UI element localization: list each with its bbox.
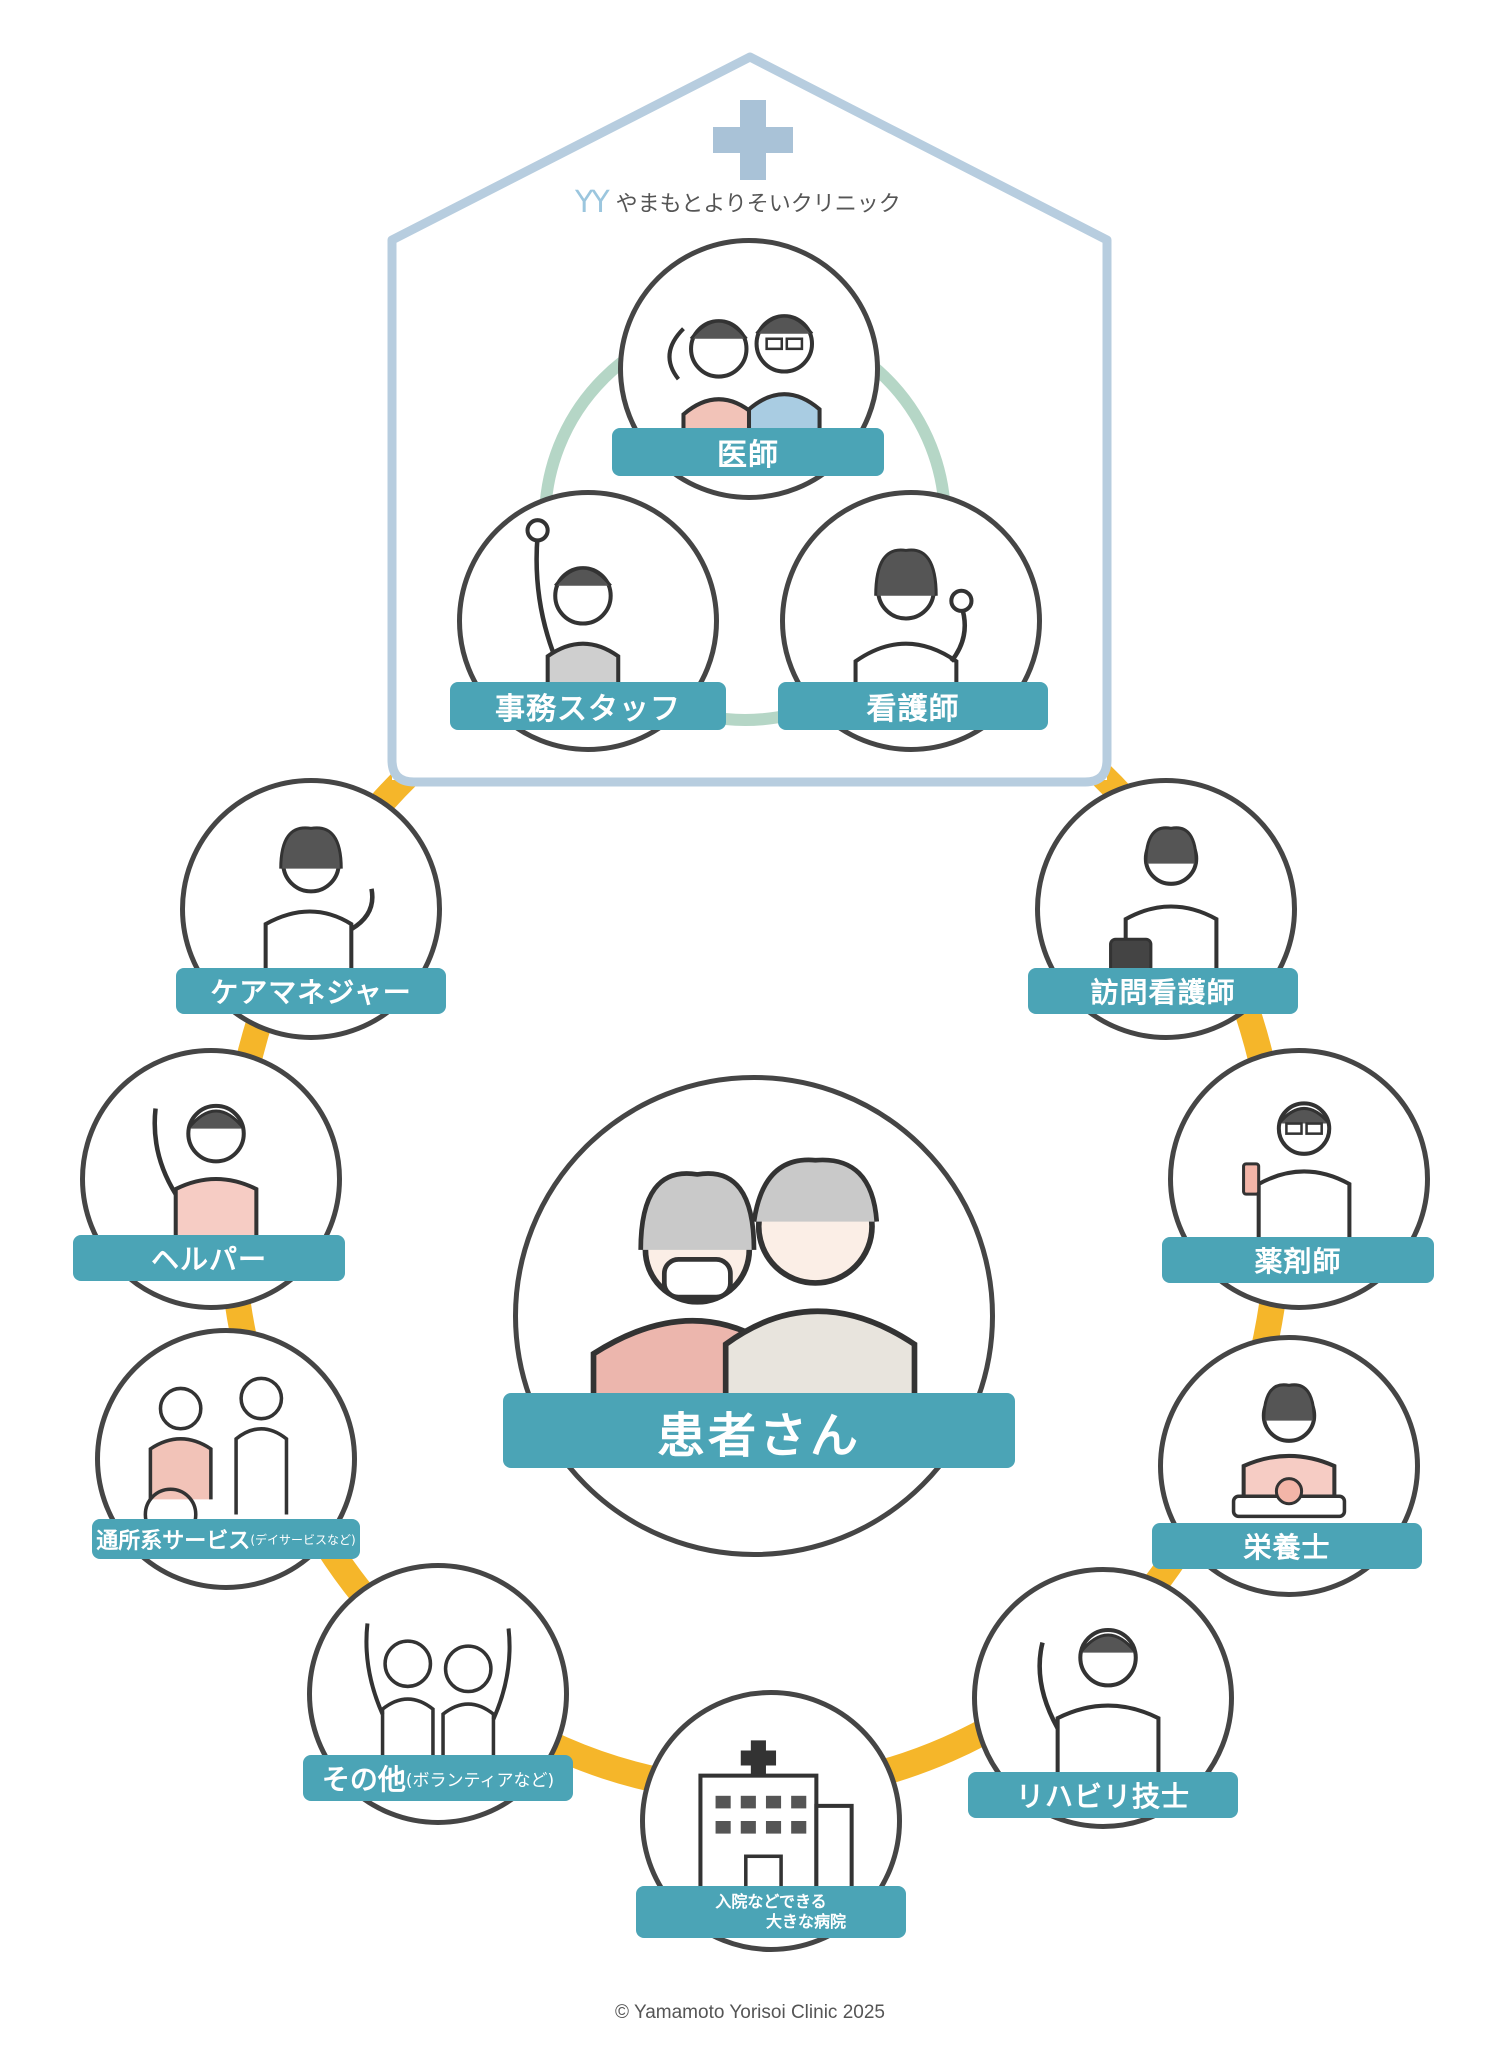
pharmacist-illustration [1242,1101,1352,1250]
label-patient: 患者さん [503,1393,1015,1468]
patient-circle [513,1075,995,1557]
clinic-logo-mark: YY [575,184,610,220]
label-doctor: 医師 [612,428,884,476]
hospital-building-icon [698,1740,854,1894]
cross-icon [713,100,793,180]
others-label-note: (ボランティアなど) [405,1770,555,1791]
label-day-service: 通所系サービス(デイサービスなど) [92,1519,360,1559]
label-dietitian: 栄養士 [1152,1523,1422,1569]
label-visiting-nurse: 訪問看護師 [1028,968,1298,1014]
others-label-text: その他 [321,1763,406,1796]
care-manager-illustration [263,826,375,985]
rehab-illustration [1037,1627,1161,1789]
label-hospital: 入院などできる 大きな病院 [636,1886,906,1938]
patients-illustration [590,1157,918,1416]
hospital-label-line2: 大きな病院 [765,1912,846,1931]
label-nurse: 看護師 [778,682,1048,730]
label-office-staff: 事務スタッフ [450,682,726,730]
day-service-illustration [143,1376,289,1542]
label-helper: ヘルパー [73,1235,345,1281]
label-care-manager: ケアマネジャー [176,968,446,1014]
label-pharmacist: 薬剤師 [1162,1237,1434,1283]
day-service-label-text: 通所系サービス [96,1529,251,1554]
copyright-text: © Yamamoto Yorisoi Clinic 2025 [615,2002,885,2023]
hospital-label-line1: 入院などできる [715,1892,827,1911]
day-service-label-note: (デイサービスなど) [250,1532,356,1547]
label-others: その他(ボランティアなど) [303,1755,573,1801]
dietitian-illustration [1231,1383,1347,1519]
clinic-brand: YY やまもとよりそいクリニック [575,184,935,220]
label-rehab: リハビリ技士 [968,1772,1238,1818]
clinic-name: やまもとよりそいクリニック [615,192,901,217]
